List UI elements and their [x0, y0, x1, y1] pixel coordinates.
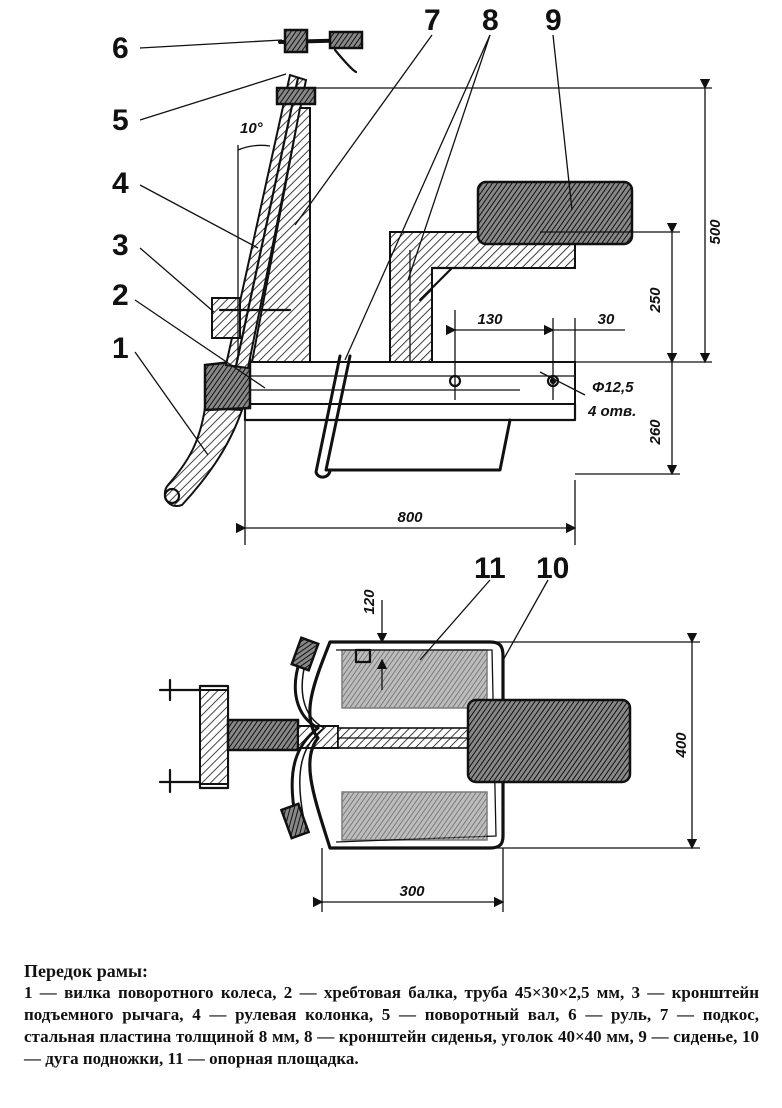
dimension-labels: 10° 500 250 260 130 30 Φ12,5 4 отв. 800 … [240, 120, 724, 900]
footrest-hoop-top [308, 640, 505, 850]
callout-numbers: 6 5 4 3 2 1 7 8 9 11 10 [112, 4, 569, 585]
leader-lines [134, 34, 573, 663]
dim-120: 120 [361, 589, 378, 615]
dim-30: 30 [598, 311, 615, 328]
caption-title: Передок рамы: [24, 961, 149, 981]
dim-500: 500 [707, 219, 724, 245]
callout-3: 3 [112, 229, 129, 262]
caption-body: 1 — вилка поворотного колеса, 2 — хребто… [24, 983, 759, 1068]
callout-11: 11 [474, 552, 506, 585]
spine-beam [244, 361, 576, 405]
brace-plate [250, 107, 311, 363]
callout-8: 8 [482, 4, 499, 37]
dim-400: 400 [673, 732, 690, 759]
dim-800: 800 [397, 509, 423, 526]
footrest-hoop-side [324, 354, 512, 472]
top-view [158, 600, 700, 912]
seat [476, 180, 634, 246]
dim-250-upper: 250 [647, 287, 664, 314]
dim-300: 300 [399, 883, 425, 900]
callout-9: 9 [545, 4, 562, 37]
dim-130: 130 [477, 311, 503, 328]
callout-5: 5 [112, 104, 129, 137]
lift-lever-bracket [211, 297, 241, 339]
callout-10: 10 [536, 552, 569, 585]
callout-2: 2 [112, 279, 129, 312]
callout-6: 6 [112, 32, 129, 65]
figure-caption: Передок рамы: 1 — вилка поворотного коле… [24, 960, 759, 1070]
callout-4: 4 [112, 167, 129, 200]
handlebar [278, 28, 364, 74]
callout-7: 7 [424, 4, 441, 37]
support-platform [341, 649, 488, 709]
callout-1: 1 [112, 332, 129, 365]
frame-drawing: 6 5 4 3 2 1 7 8 9 11 10 10° 500 250 260 … [112, 4, 724, 912]
dim-260-lower: 260 [647, 419, 664, 446]
hole-count: 4 отв. [587, 403, 636, 420]
angle-label: 10° [240, 120, 264, 137]
side-view [163, 28, 712, 545]
hole-diameter: Φ12,5 [592, 379, 634, 396]
